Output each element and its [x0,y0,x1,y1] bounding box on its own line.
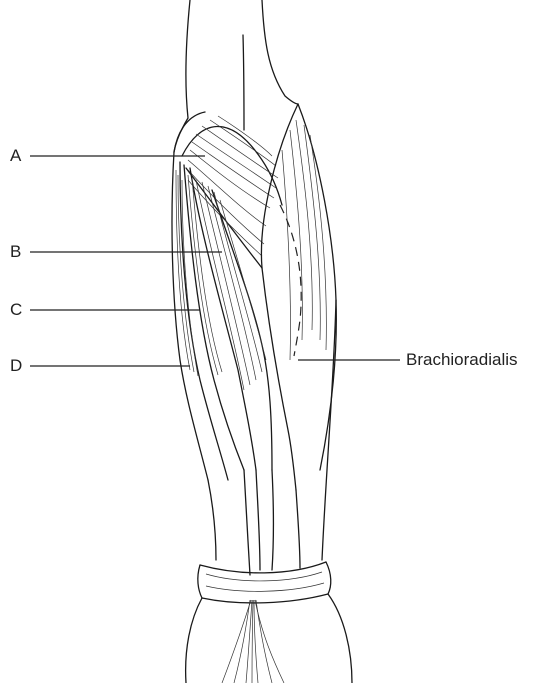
tendon-line-2 [272,470,274,570]
ulnar-forearm-outline [208,480,216,560]
retinaculum-right-edge [326,562,331,594]
palm-outline-left [186,598,202,683]
palmar-aponeurosis [222,600,284,683]
tendon-line-4 [244,470,250,575]
retinaculum-left-edge [198,565,202,598]
label-c: C [10,301,22,318]
radial-forearm-outline [322,300,336,560]
muscle-b-flexor-carpi-radialis [190,168,272,470]
muscle-a-pronator-teres [182,116,282,268]
flexor-retinaculum [200,562,328,603]
label-d: D [10,357,22,374]
muscle-d-flexor-carpi-ulnaris [172,152,228,480]
tendon-line-1 [256,470,260,570]
muscle-brachioradialis [261,104,336,490]
tendon-line-3 [296,490,300,568]
label-a: A [10,147,21,164]
upper-arm-outline-right [262,0,298,104]
biceps-tendon-line [243,35,244,130]
palm-outline-right [328,594,352,683]
label-brachioradialis: Brachioradialis [406,351,518,368]
label-b: B [10,243,21,260]
